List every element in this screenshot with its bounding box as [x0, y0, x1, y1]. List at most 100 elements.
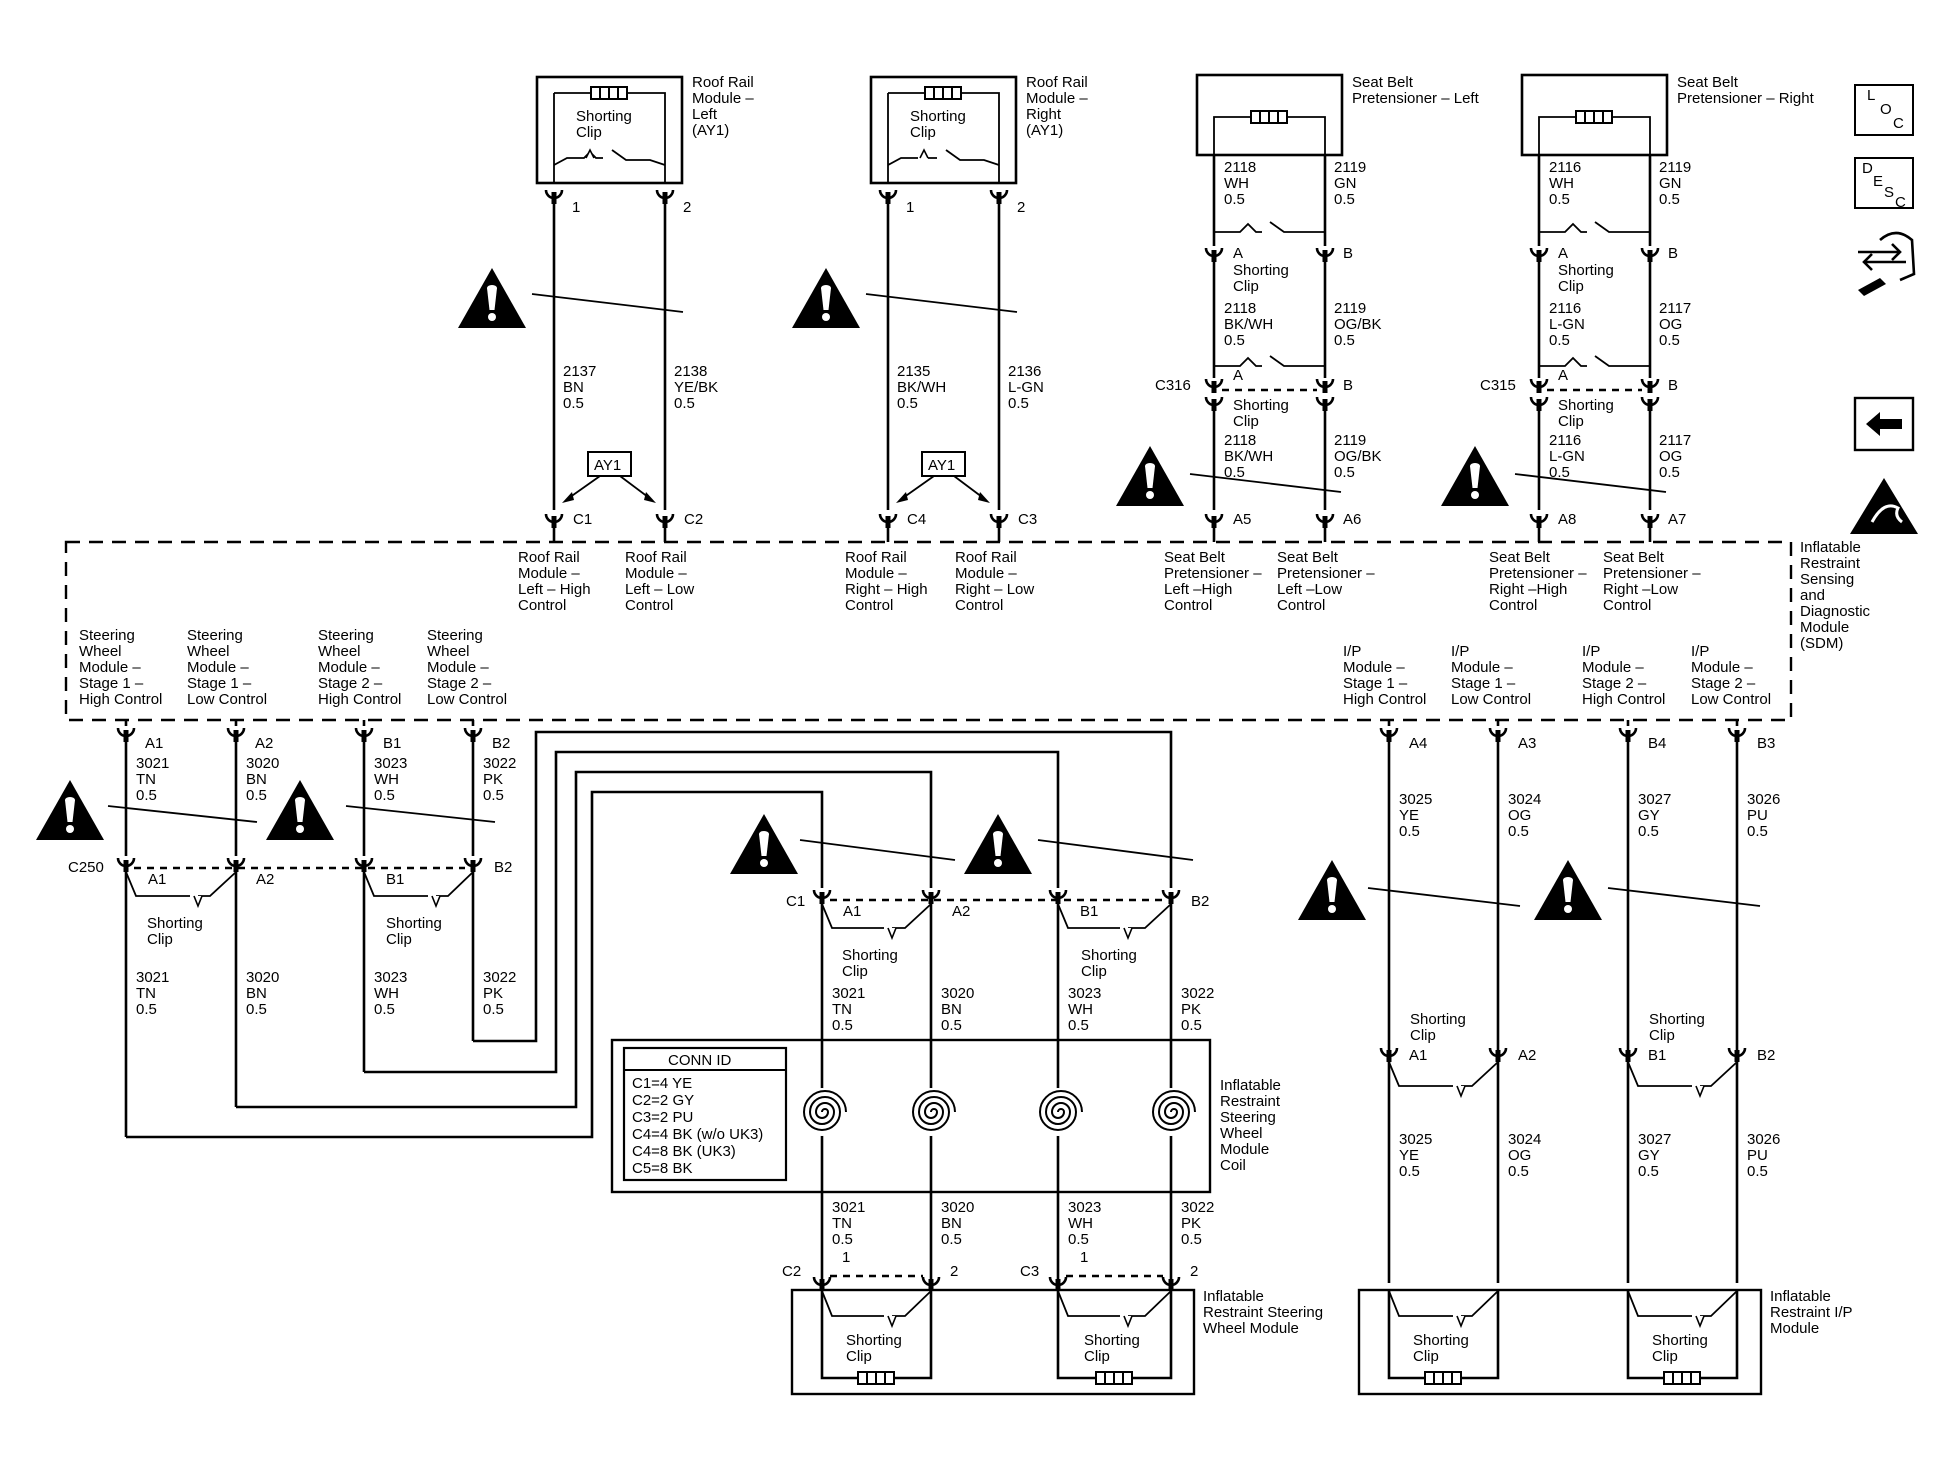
- svg-text:Low Control: Low Control: [187, 691, 267, 708]
- back-arrow-icon[interactable]: [1853, 396, 1915, 452]
- svg-text:L: L: [1867, 87, 1875, 104]
- svg-text:C4=4 BK (w/o UK3): C4=4 BK (w/o UK3): [632, 1126, 763, 1143]
- loc-icon[interactable]: L O C: [1854, 84, 1914, 136]
- wire-label: 2116 L-GN 0.5 2117 OG 0.5: [1549, 300, 1691, 349]
- sdm-module-box: [64, 540, 1793, 722]
- svg-text:Control: Control: [955, 597, 1003, 614]
- sdm-pin-label-roof-right-low: Roof Rail Module – Right – Low Control: [955, 549, 1034, 614]
- svg-text:Control: Control: [1603, 597, 1651, 614]
- svg-text:3022: 3022: [483, 969, 516, 986]
- svg-text:Pretensioner –: Pretensioner –: [1164, 565, 1262, 582]
- warning-icon: [458, 268, 526, 328]
- connector-pin-label: B2: [1757, 1047, 1775, 1064]
- svg-text:Seat Belt: Seat Belt: [1352, 74, 1414, 91]
- desc-icon[interactable]: D E S C: [1854, 157, 1914, 211]
- sdm-pin-label-ip2-high: I/P Module – Stage 2 – High Control: [1582, 643, 1665, 708]
- svg-text:3021: 3021: [136, 755, 169, 772]
- svg-text:0.5: 0.5: [941, 1231, 962, 1248]
- svg-text:WH: WH: [1068, 1215, 1093, 1232]
- svg-text:Low Control: Low Control: [427, 691, 507, 708]
- svg-text:0.5: 0.5: [1399, 823, 1420, 840]
- sdm-pin-label-sb-right-low: Seat Belt Pretensioner – Right –Low Cont…: [1603, 549, 1701, 614]
- sdm-pin-label-roof-left-high: Roof Rail Module – Left – High Control: [518, 549, 591, 614]
- svg-text:Module –: Module –: [625, 565, 687, 582]
- svg-text:3022: 3022: [1181, 985, 1214, 1002]
- svg-text:0.5: 0.5: [246, 787, 267, 804]
- svg-text:O: O: [1880, 101, 1892, 118]
- connector-pin-label: A1: [843, 903, 861, 920]
- svg-text:0.5: 0.5: [1224, 191, 1245, 208]
- svg-text:(AY1): (AY1): [1026, 122, 1063, 139]
- pin-label: 2: [1017, 199, 1025, 216]
- svg-text:Roof Rail: Roof Rail: [692, 74, 754, 91]
- svg-text:Shorting: Shorting: [386, 915, 442, 932]
- svg-text:PK: PK: [483, 985, 503, 1002]
- svg-text:Left: Left: [692, 106, 718, 123]
- pin-label: 1: [906, 199, 914, 216]
- connector-pin-label: 2: [950, 1263, 958, 1280]
- svg-text:2117: 2117: [1659, 300, 1691, 317]
- svg-text:Module –: Module –: [187, 659, 249, 676]
- svg-text:Roof Rail: Roof Rail: [955, 549, 1017, 566]
- svg-text:0.5: 0.5: [1549, 464, 1570, 481]
- svg-text:Clip: Clip: [1233, 413, 1259, 430]
- svg-text:Module –: Module –: [1026, 90, 1088, 107]
- steering-wheel-coil-label: Inflatable Restraint Steering Wheel Modu…: [1220, 1077, 1281, 1174]
- svg-text:Clip: Clip: [1558, 413, 1584, 430]
- svg-text:TN: TN: [832, 1215, 852, 1232]
- svg-text:OG: OG: [1508, 807, 1531, 824]
- shorting-clip-label: Shorting Clip: [1558, 397, 1614, 430]
- svg-text:Steering: Steering: [187, 627, 243, 644]
- svg-text:2135: 2135: [897, 363, 930, 380]
- svg-text:0.5: 0.5: [1638, 823, 1659, 840]
- svg-text:Module –: Module –: [427, 659, 489, 676]
- svg-text:High Control: High Control: [318, 691, 401, 708]
- svg-text:Shorting: Shorting: [1652, 1332, 1708, 1349]
- svg-text:0.5: 0.5: [1638, 1163, 1659, 1180]
- svg-text:PK: PK: [1181, 1001, 1201, 1018]
- svg-text:Pretensioner – Right: Pretensioner – Right: [1677, 90, 1815, 107]
- connector-pin-label: B: [1668, 377, 1678, 394]
- svg-text:0.5: 0.5: [1068, 1017, 1089, 1034]
- svg-text:Shorting: Shorting: [1558, 397, 1614, 414]
- svg-text:Clip: Clip: [1084, 1348, 1110, 1365]
- svg-text:Clip: Clip: [576, 124, 602, 141]
- connector-pin-label: A2: [1518, 1047, 1536, 1064]
- svg-text:YE: YE: [1399, 1147, 1419, 1164]
- svg-text:BN: BN: [563, 379, 584, 396]
- connector-label: C1: [786, 893, 805, 910]
- connector-pin-label: B1: [386, 871, 404, 888]
- svg-text:TN: TN: [832, 1001, 852, 1018]
- connector-label: C2: [782, 1263, 801, 1280]
- svg-text:OG/BK: OG/BK: [1334, 448, 1382, 465]
- sdm-pin-label-roof-right-high: Roof Rail Module – Right – High Control: [845, 549, 928, 614]
- svg-text:2117: 2117: [1659, 432, 1691, 449]
- svg-text:PK: PK: [483, 771, 503, 788]
- svg-text:Module –: Module –: [1343, 659, 1405, 676]
- svg-text:BK/WH: BK/WH: [1224, 316, 1273, 333]
- svg-text:Pretensioner –: Pretensioner –: [1489, 565, 1587, 582]
- wire-label: 2116 L-GN 0.5 2117 OG 0.5: [1549, 432, 1691, 481]
- shorting-clip-label: Shorting Clip Shorting Clip: [1410, 1011, 1705, 1044]
- connector-pin-label: A: [1233, 245, 1243, 262]
- svg-text:Wheel: Wheel: [427, 643, 470, 660]
- diagnostic-tool-icon[interactable]: [1858, 231, 1916, 296]
- warning-icon: [1116, 446, 1184, 506]
- warning-icon: [1534, 860, 1602, 920]
- svg-text:Clip: Clip: [846, 1348, 872, 1365]
- steering-wheel-module-label: Inflatable Restraint Steering Wheel Modu…: [1203, 1288, 1323, 1337]
- connector-pin-label: A: [1558, 367, 1568, 384]
- sdm-pin-label-sw1-low: Steering Wheel Module – Stage 1 – Low Co…: [187, 627, 267, 708]
- sdm-pin-label-sw2-low: Steering Wheel Module – Stage 2 – Low Co…: [427, 627, 507, 708]
- svg-text:C: C: [1893, 115, 1904, 132]
- svg-text:2118: 2118: [1224, 300, 1256, 317]
- svg-text:Clip: Clip: [1410, 1027, 1436, 1044]
- svg-text:3025: 3025: [1399, 791, 1432, 808]
- svg-text:Wheel Module: Wheel Module: [1203, 1320, 1299, 1337]
- connector-pin-label: B1: [1648, 1047, 1666, 1064]
- svg-text:Control: Control: [1489, 597, 1537, 614]
- connector-label: C316: [1155, 377, 1191, 394]
- svg-text:Restraint Steering: Restraint Steering: [1203, 1304, 1323, 1321]
- svg-text:3024: 3024: [1508, 1131, 1541, 1148]
